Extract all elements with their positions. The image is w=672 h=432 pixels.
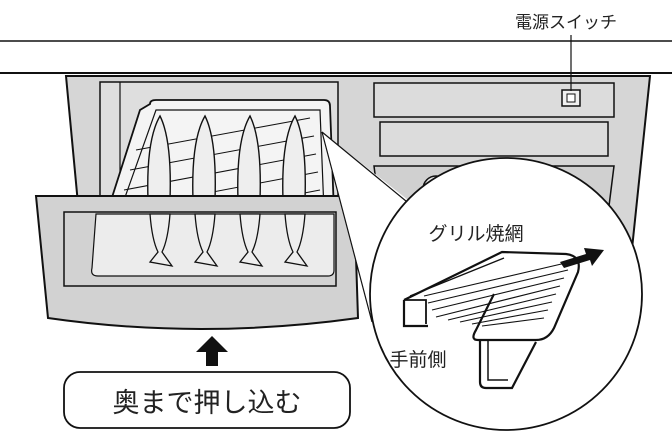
push-arrow-icon — [196, 336, 228, 366]
magnifier-callout — [321, 131, 643, 431]
push-in-label: 奥まで押し込む — [113, 388, 302, 419]
power-switch-label: 電源スイッチ — [515, 13, 617, 33]
grill-net-label: グリル焼網 — [428, 223, 523, 245]
push-in-label-box — [63, 371, 351, 429]
magnifier-circle — [369, 157, 643, 431]
grill-net-enlarged — [402, 250, 580, 390]
power-switch-icon — [561, 89, 581, 107]
direction-arrow-icon — [560, 248, 604, 268]
front-side-label: 手前側 — [389, 349, 446, 371]
